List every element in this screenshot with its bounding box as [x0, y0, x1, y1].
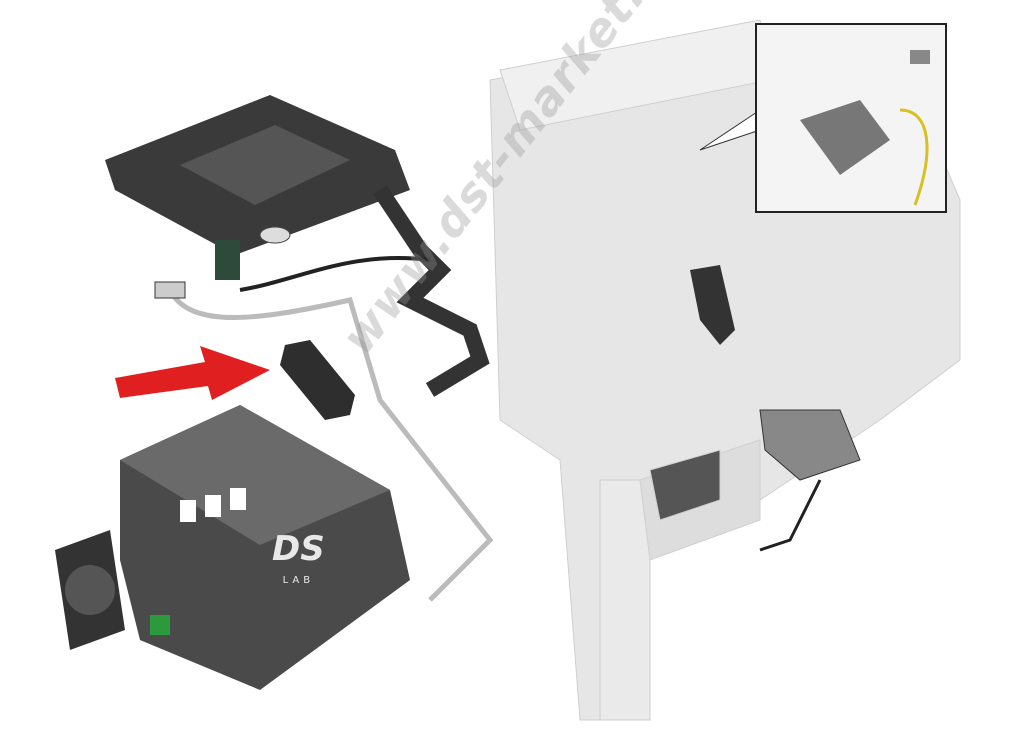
top-cover	[105, 95, 410, 255]
highlighted-module	[280, 340, 355, 420]
tube	[167, 288, 494, 602]
sensor-board	[215, 240, 240, 280]
red-arrow	[115, 346, 270, 400]
ink-supply-assembly	[120, 405, 410, 690]
connector	[154, 281, 186, 299]
cable	[239, 255, 431, 292]
logo-sub: LAB	[282, 575, 315, 586]
logo-mark: DS	[272, 529, 325, 569]
cable-harness	[373, 185, 490, 397]
fan	[55, 530, 125, 650]
sensor	[259, 226, 291, 244]
bracket	[690, 265, 735, 345]
detail-inset	[699, 23, 947, 213]
motor	[759, 409, 861, 552]
ds-lab-logo: DS LAB	[272, 528, 325, 588]
